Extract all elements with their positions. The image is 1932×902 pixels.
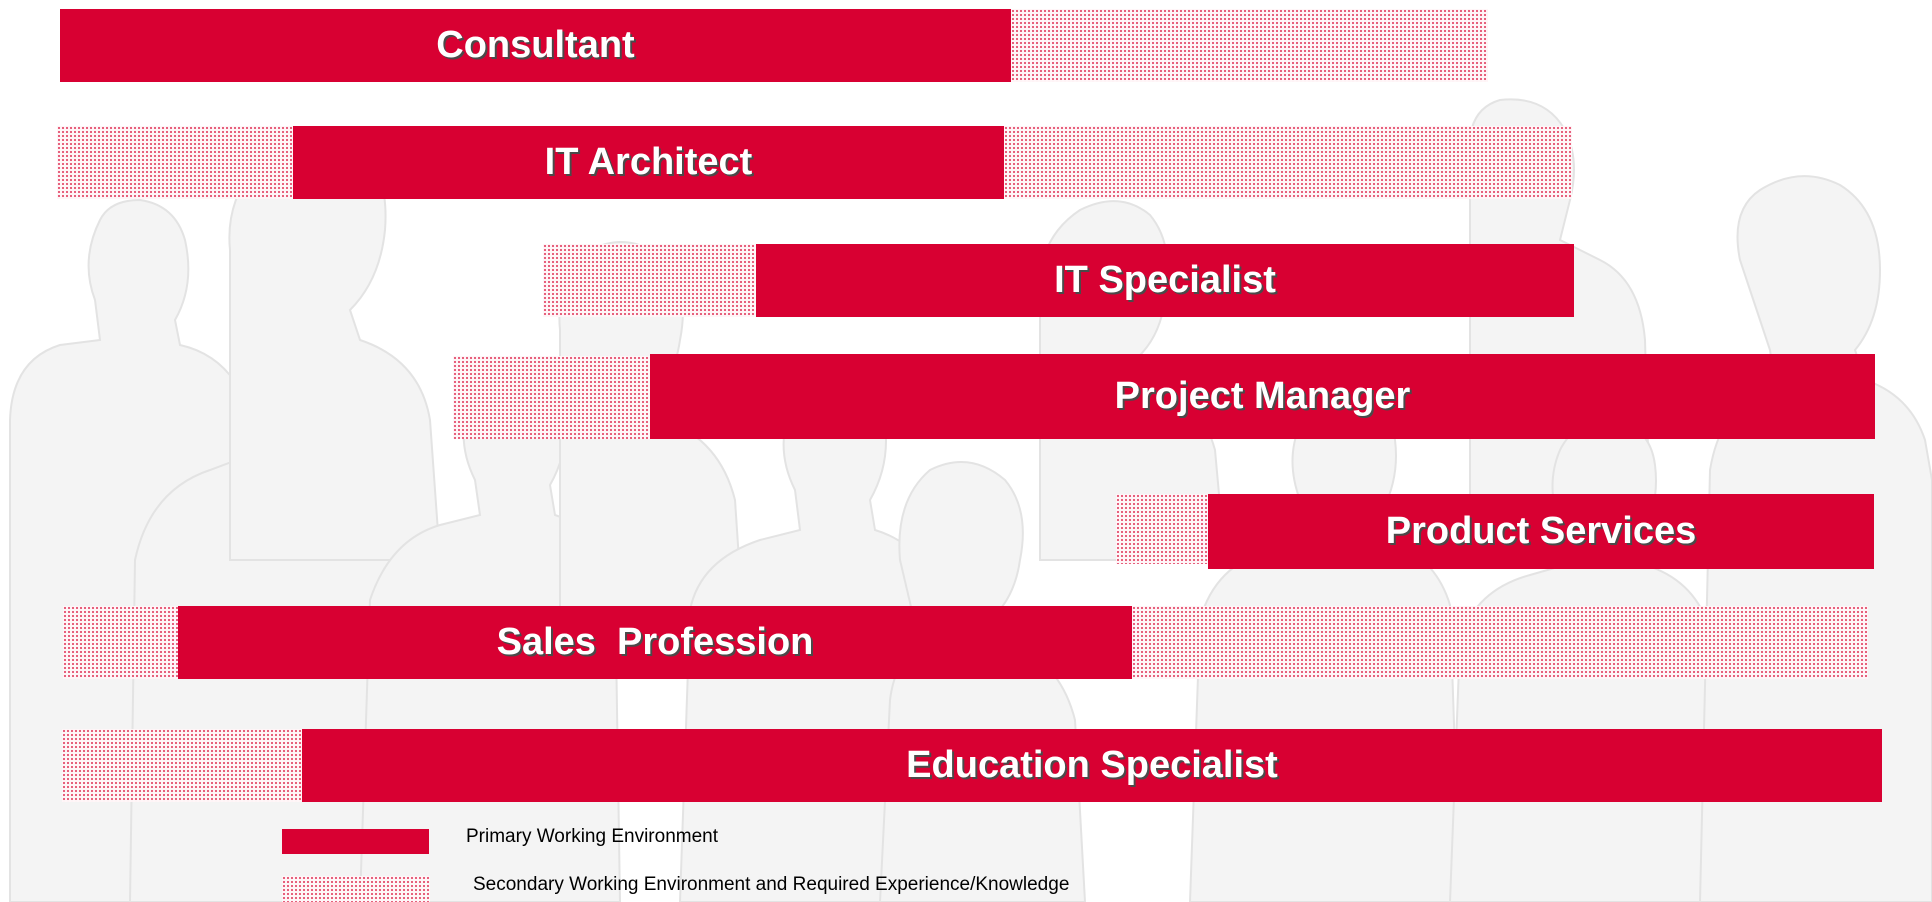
education-specialist-label: Education Specialist [906, 744, 1278, 786]
consultant-label: Consultant [436, 24, 635, 66]
it-architect-label: IT Architect [544, 141, 753, 183]
legend-secondary-swatch [282, 876, 430, 902]
project-manager-label: Project Manager [1114, 375, 1411, 417]
it-specialist-primary-bar: IT Specialist [756, 244, 1574, 317]
consultant-secondary-bar [1011, 9, 1488, 82]
sales-profession-primary-bar: Sales Profession [178, 606, 1132, 679]
legend-primary-swatch [282, 829, 429, 854]
product-services-label: Product Services [1385, 510, 1697, 552]
legend-primary-label: Primary Working Environment [466, 826, 719, 847]
legend-secondary-label: Secondary Working Environment and Requir… [473, 874, 1070, 895]
it-specialist-label: IT Specialist [1054, 259, 1276, 301]
it-architect-secondary-bar-left [57, 126, 293, 199]
consultant-primary-bar: Consultant [60, 9, 1011, 82]
education-specialist-secondary-bar [62, 729, 302, 802]
sales-profession-label: Sales Profession [496, 621, 814, 663]
project-manager-primary-bar: Project Manager [650, 354, 1875, 439]
it-architect-secondary-bar-right [1004, 126, 1572, 199]
sales-profession-secondary-bar-right [1132, 606, 1868, 679]
project-manager-secondary-bar [453, 356, 650, 439]
product-services-primary-bar: Product Services [1208, 494, 1874, 569]
product-services-secondary-bar [1116, 494, 1208, 564]
it-architect-primary-bar: IT Architect [293, 126, 1004, 199]
it-specialist-secondary-bar [543, 244, 756, 317]
education-specialist-primary-bar: Education Specialist [302, 729, 1882, 802]
sales-profession-secondary-bar-left [63, 606, 178, 679]
